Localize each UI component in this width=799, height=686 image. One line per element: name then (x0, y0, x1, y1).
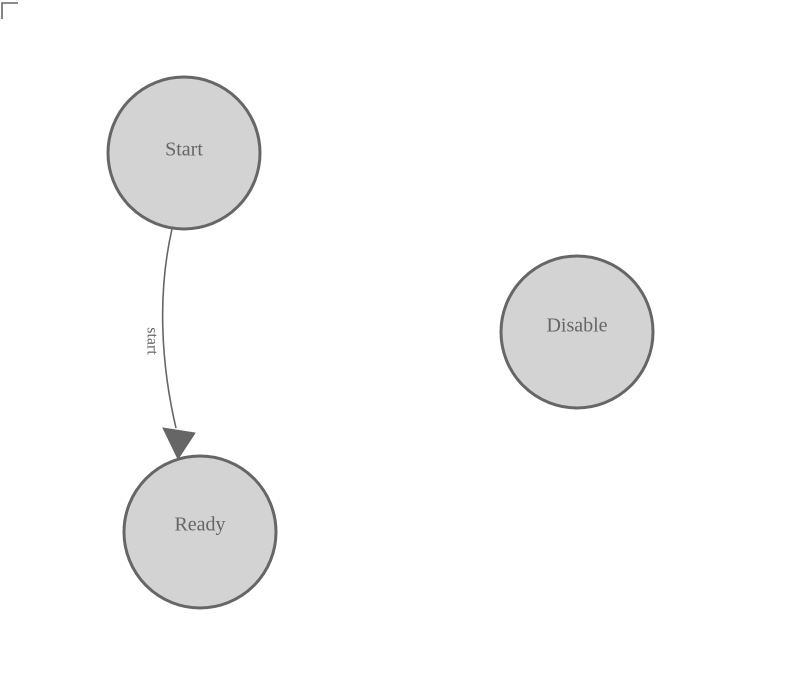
node-start-label: Start (165, 139, 203, 161)
edge-label-start: start (143, 327, 160, 355)
node-disable[interactable]: Disable (499, 254, 655, 410)
node-disable-label: Disable (546, 315, 607, 337)
node-start[interactable]: Start (106, 75, 262, 231)
edge-path (161, 228, 177, 429)
node-ready-label: Ready (174, 514, 225, 536)
corner-bracket-icon (1, 2, 18, 19)
node-disable-circle (499, 254, 655, 410)
edge-start-to-ready[interactable]: start (143, 228, 196, 461)
node-ready-circle (122, 454, 278, 610)
node-ready[interactable]: Ready (122, 454, 278, 610)
edge-arrowhead-icon (162, 427, 196, 461)
node-start-circle (106, 75, 262, 231)
